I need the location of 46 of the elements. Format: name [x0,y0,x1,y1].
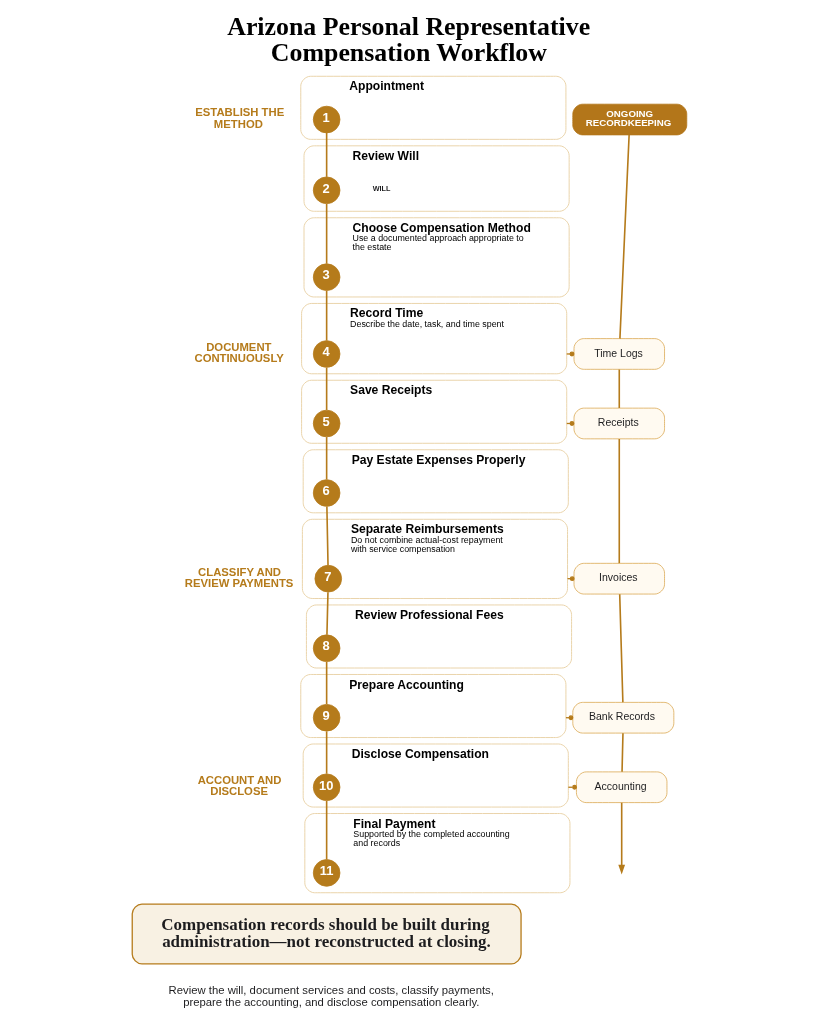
connector [618,438,621,564]
node-box: Receipts [573,407,665,440]
node-circle: 4 [312,340,341,368]
node-box: ONGOING RECORDKEEPING [572,103,688,136]
node-box: Accounting [576,771,668,803]
node-box: Bank Records [572,701,675,734]
connector [619,134,630,340]
connector [325,800,328,861]
connector [326,591,329,636]
node-circle: 5 [312,409,341,438]
node-circle: 3 [312,263,341,291]
node-circle: 6 [312,479,341,507]
connector [566,421,575,426]
connector [621,732,624,773]
connector [565,715,574,721]
connector [567,784,577,790]
node-circle: 8 [312,634,341,662]
node-box: Time Logs [573,338,665,370]
connector [325,289,328,342]
connector [325,661,328,705]
connector [325,202,328,265]
connector [618,593,624,704]
label: WILL [372,184,391,194]
node-circle: 9 [312,704,341,732]
connector [618,368,621,409]
label: DOCUMENT CONTINUOUSLY [194,340,284,365]
connector [325,730,328,775]
connector [566,351,575,357]
connector [325,132,328,178]
connector [325,436,328,481]
node-circle: 7 [314,564,342,593]
node-box: Compensation records should be built during administration—not reconstructed at closing. [131,903,522,965]
connector [325,366,328,411]
connector [326,505,329,567]
label: ESTABLISH THE METHOD [195,106,285,130]
node-circle: 1 [312,105,341,134]
diagram-title: Arizona Personal Representative Compensation Workflow [227,11,591,67]
connector [566,576,575,582]
node-circle: 10 [312,773,341,801]
node-box: Invoices [573,562,665,595]
node-circle: 11 [312,859,341,887]
arrow [618,801,626,875]
label: CLASSIFY AND REVIEW PAYMENTS [184,565,294,589]
label: ACCOUNT AND DISCLOSE [197,774,282,798]
node-circle: 2 [312,176,341,204]
caption: Review the will, document services and costs, classify payments, prepare the accounting, and disclose compensation clearly. [168,983,494,1009]
